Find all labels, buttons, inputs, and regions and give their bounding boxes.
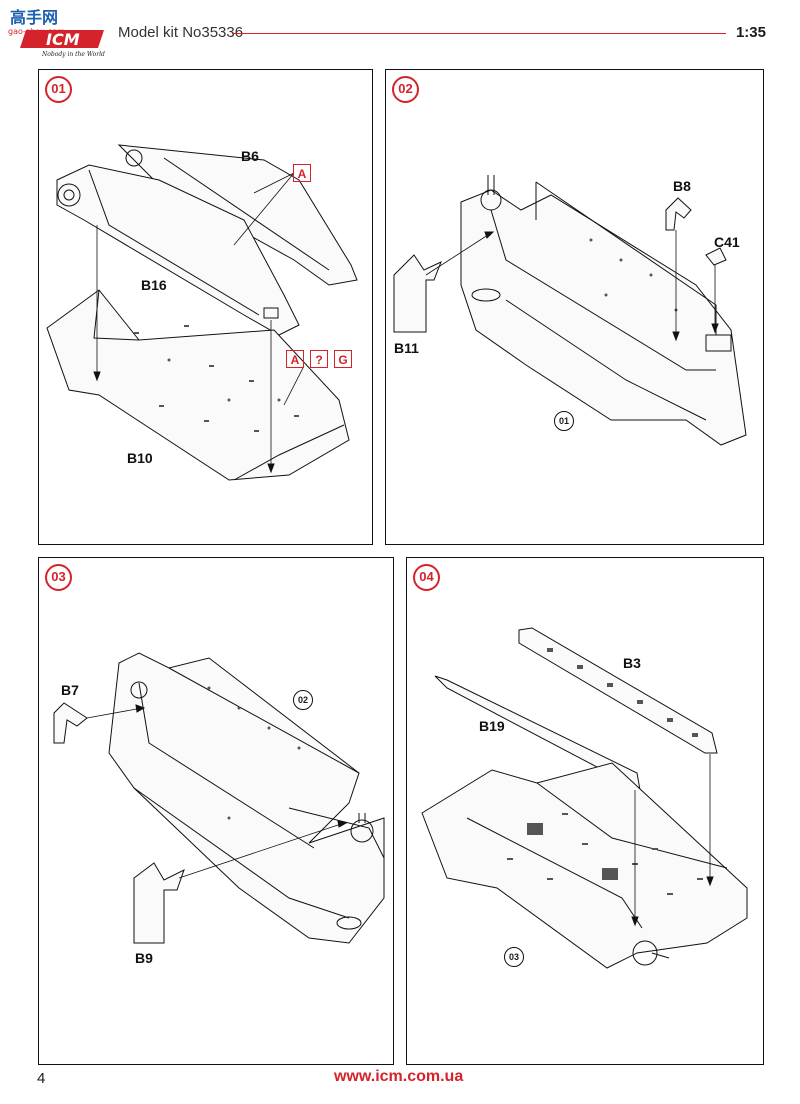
paint-code: G: [334, 350, 352, 368]
step-number: 04: [413, 564, 440, 591]
part-label: B3: [623, 655, 641, 671]
part-label: B11: [394, 340, 419, 356]
website-link[interactable]: www.icm.com.ua: [334, 1068, 464, 1085]
step-01-drawing: [46, 144, 358, 481]
part-label: B9: [135, 950, 153, 966]
header-rule: [232, 33, 726, 34]
svg-text:ICM: ICM: [46, 30, 80, 49]
step-01-panel: 01 B6 B16 B10 A A ?: [38, 69, 373, 545]
previous-step-ref: 03: [504, 947, 524, 967]
part-label: B10: [127, 450, 153, 466]
step-02-drawing: [393, 175, 747, 446]
part-label: B19: [479, 718, 505, 734]
step-number: 02: [392, 76, 419, 103]
paint-code: A: [286, 350, 304, 368]
step-number: 01: [45, 76, 72, 103]
scale-label: 1:35: [735, 24, 766, 41]
step-03-drawing: [53, 652, 385, 944]
step-03-panel: 03 B7 B9 02: [38, 557, 394, 1065]
step-number: 03: [45, 564, 72, 591]
part-label: B7: [61, 682, 79, 698]
part-label: B6: [241, 148, 259, 164]
step-04-panel: 04 B3 B19 03: [406, 557, 764, 1065]
model-kit-number: Model kit No35336: [118, 24, 244, 41]
svg-text:高手网: 高手网: [10, 8, 58, 27]
part-label: B8: [673, 178, 691, 194]
previous-step-ref: 01: [554, 411, 574, 431]
part-label: C41: [714, 234, 740, 250]
step-04-drawing: [421, 627, 748, 969]
part-label: B16: [141, 277, 167, 293]
paint-code: ?: [310, 350, 328, 368]
paint-code: A: [293, 164, 311, 182]
icm-logo: 高手网 gao-shou.com ICM Nobody in the World: [8, 8, 105, 58]
page-number: 4: [37, 1070, 46, 1087]
svg-text:Nobody in the World: Nobody in the World: [41, 51, 105, 58]
page-header: 高手网 gao-shou.com ICM Nobody in the World…: [0, 0, 800, 60]
previous-step-ref: 02: [293, 690, 313, 710]
step-02-panel: 02 B8 C41 B11 01: [385, 69, 764, 545]
